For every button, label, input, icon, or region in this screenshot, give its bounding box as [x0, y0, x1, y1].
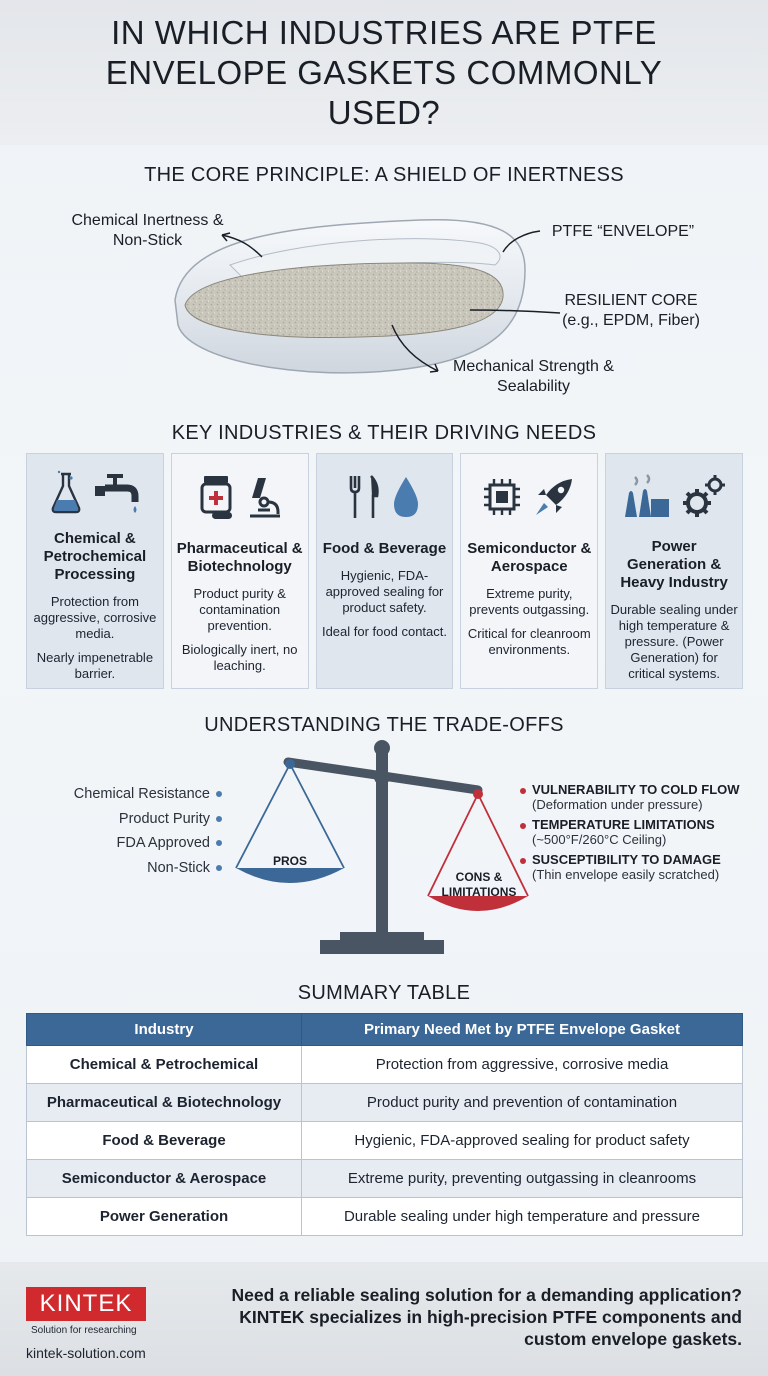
gears-icon [683, 475, 726, 517]
rocket-icon [536, 479, 573, 515]
gasket-diagram: Chemical Inertness & Non-Stick PTFE “ENV… [0, 195, 768, 410]
bullet-icon [216, 840, 222, 847]
table-cell-need: Product purity and prevention of contami… [301, 1083, 743, 1122]
column-header: Primary Need Met by PTFE Envelope Gasket [301, 1013, 743, 1046]
power-plant-icon [625, 474, 670, 517]
industry-card-food: Food & Beverage Hygienic, FDA-approved s… [315, 453, 454, 689]
table-row: Power Generation Durable sealing under h… [26, 1197, 743, 1236]
table-cell-industry: Semiconductor & Aerospace [26, 1159, 302, 1198]
con-item: SUSCEPTIBILITY TO DAMAGE (Thin envelope … [520, 852, 740, 883]
industry-card-detail: Critical for cleanroom environments. [467, 626, 591, 657]
bullet-icon [216, 791, 222, 798]
callout-resilient-core: RESILIENT CORE (e.g., EPDM, Fiber) [562, 292, 700, 329]
industry-card-pharmaceutical: Pharmaceutical & Biotechnology Product p… [170, 453, 309, 689]
callout-ptfe-envelope: PTFE “ENVELOPE” [551, 223, 695, 240]
pros-label: PROS [272, 854, 307, 868]
industry-card-name: Pharmaceutical & Biotechnology [176, 540, 303, 575]
gasket-illustration [174, 218, 561, 374]
pro-item: Chemical Resistance [74, 782, 222, 807]
website-link[interactable]: kintek-solution.com [26, 1345, 146, 1361]
fork-knife-icon [350, 475, 380, 518]
industry-card-detail: Nearly impenetrable barrier. [36, 650, 154, 681]
faucet-icon [94, 474, 139, 513]
table-cell-industry: Power Generation [26, 1197, 302, 1236]
page-footer: KINTEK Solution for researching kintek-s… [0, 1262, 768, 1376]
call-to-action: Need a reliable sealing solution for a d… [231, 1285, 742, 1349]
column-header: Industry [26, 1013, 302, 1046]
table-cell-industry: Chemical & Petrochemical [26, 1045, 302, 1084]
bullet-icon [216, 864, 222, 871]
industry-card-name: Chemical & Petrochemical Processing [43, 530, 147, 583]
microscope-icon [249, 478, 280, 518]
con-item: VULNERABILITY TO COLD FLOW (Deformation … [520, 782, 740, 813]
page-header: IN WHICH INDUSTRIES ARE PTFE ENVELOPE GA… [0, 0, 768, 145]
industry-card-semiconductor: Semiconductor & Aerospace Extreme purity… [460, 453, 599, 689]
table-row: Semiconductor & Aerospace Extreme purity… [26, 1159, 743, 1198]
pro-item: Product Purity [74, 807, 222, 832]
logo-tagline: Solution for researching [31, 1325, 137, 1336]
summary-table: Industry Primary Need Met by PTFE Envelo… [26, 1013, 743, 1236]
pro-item: Non-Stick [74, 856, 222, 881]
pro-item: FDA Approved [74, 831, 222, 856]
cons-label: CONS & LIMITATIONS [441, 870, 517, 899]
bullet-icon [520, 857, 526, 864]
table-cell-industry: Pharmaceutical & Biotechnology [26, 1083, 302, 1122]
table-header-row: Industry Primary Need Met by PTFE Envelo… [26, 1013, 743, 1046]
bullet-icon [520, 787, 526, 794]
table-cell-need: Hygienic, FDA-approved sealing for produ… [301, 1121, 743, 1160]
kintek-logo[interactable]: KINTEK [26, 1287, 146, 1321]
industry-card-chemical: Chemical & Petrochemical Processing Prot… [26, 453, 164, 689]
pros-list: Chemical Resistance Product Purity FDA A… [74, 782, 222, 880]
droplet-icon [394, 477, 419, 517]
callout-mechanical-strength: Mechanical Strength & Sealability [453, 358, 614, 395]
table-row: Pharmaceutical & Biotechnology Product p… [26, 1083, 743, 1122]
industry-card-detail: Ideal for food contact. [321, 624, 447, 639]
industry-card-name: Semiconductor & Aerospace [467, 540, 592, 575]
chip-icon [484, 479, 521, 515]
industry-card-name: Food & Beverage [322, 540, 447, 557]
table-cell-need: Protection from aggressive, corrosive me… [301, 1045, 743, 1084]
industry-card-power: Power Generation & Heavy Industry Durabl… [605, 453, 743, 689]
industry-card-need: Hygienic, FDA-approved sealing for produ… [325, 568, 444, 615]
con-item: TEMPERATURE LIMITATIONS (~500°F/260°C Ce… [520, 817, 740, 848]
table-row: Chemical & Petrochemical Protection from… [26, 1045, 743, 1084]
table-row: Food & Beverage Hygienic, FDA-approved s… [26, 1121, 743, 1160]
bullet-icon [520, 822, 526, 829]
table-cell-industry: Food & Beverage [26, 1121, 302, 1160]
summary-section-title: SUMMARY TABLE [297, 982, 471, 1004]
flask-icon [51, 470, 81, 514]
industry-card-need: Product purity & contamination preventio… [193, 586, 286, 633]
bullet-icon [216, 815, 222, 822]
industry-cards: Chemical & Petrochemical Processing Prot… [26, 453, 743, 689]
industry-card-detail: Biologically inert, no leaching. [181, 642, 298, 673]
balance-scale-diagram: PROS CONS & LIMITATIONS Chemical Resista… [0, 740, 768, 965]
industries-section-title: KEY INDUSTRIES & THEIR DRIVING NEEDS [171, 422, 597, 444]
industry-card-name: Power Generation & Heavy Industry [620, 538, 728, 591]
industry-card-need: Extreme purity, prevents outgassing. [469, 586, 590, 617]
table-cell-need: Durable sealing under high temperature a… [301, 1197, 743, 1236]
tradeoffs-section-title: UNDERSTANDING THE TRADE-OFFS [204, 714, 564, 736]
page-title: IN WHICH INDUSTRIES ARE PTFE ENVELOPE GA… [105, 13, 663, 131]
callout-chemical-inertness: Chemical Inertness & Non-Stick [71, 212, 224, 249]
table-cell-need: Extreme purity, preventing outgassing in… [301, 1159, 743, 1198]
core-section-title: THE CORE PRINCIPLE: A SHIELD OF INERTNES… [144, 164, 624, 186]
cons-list: VULNERABILITY TO COLD FLOW (Deformation … [520, 782, 740, 887]
industry-card-need: Protection from aggressive, corrosive me… [33, 594, 157, 641]
industry-card-need: Durable sealing under high temperature &… [610, 602, 738, 681]
balance-scale-icon [235, 740, 529, 954]
medicine-bottle-icon [200, 476, 232, 519]
